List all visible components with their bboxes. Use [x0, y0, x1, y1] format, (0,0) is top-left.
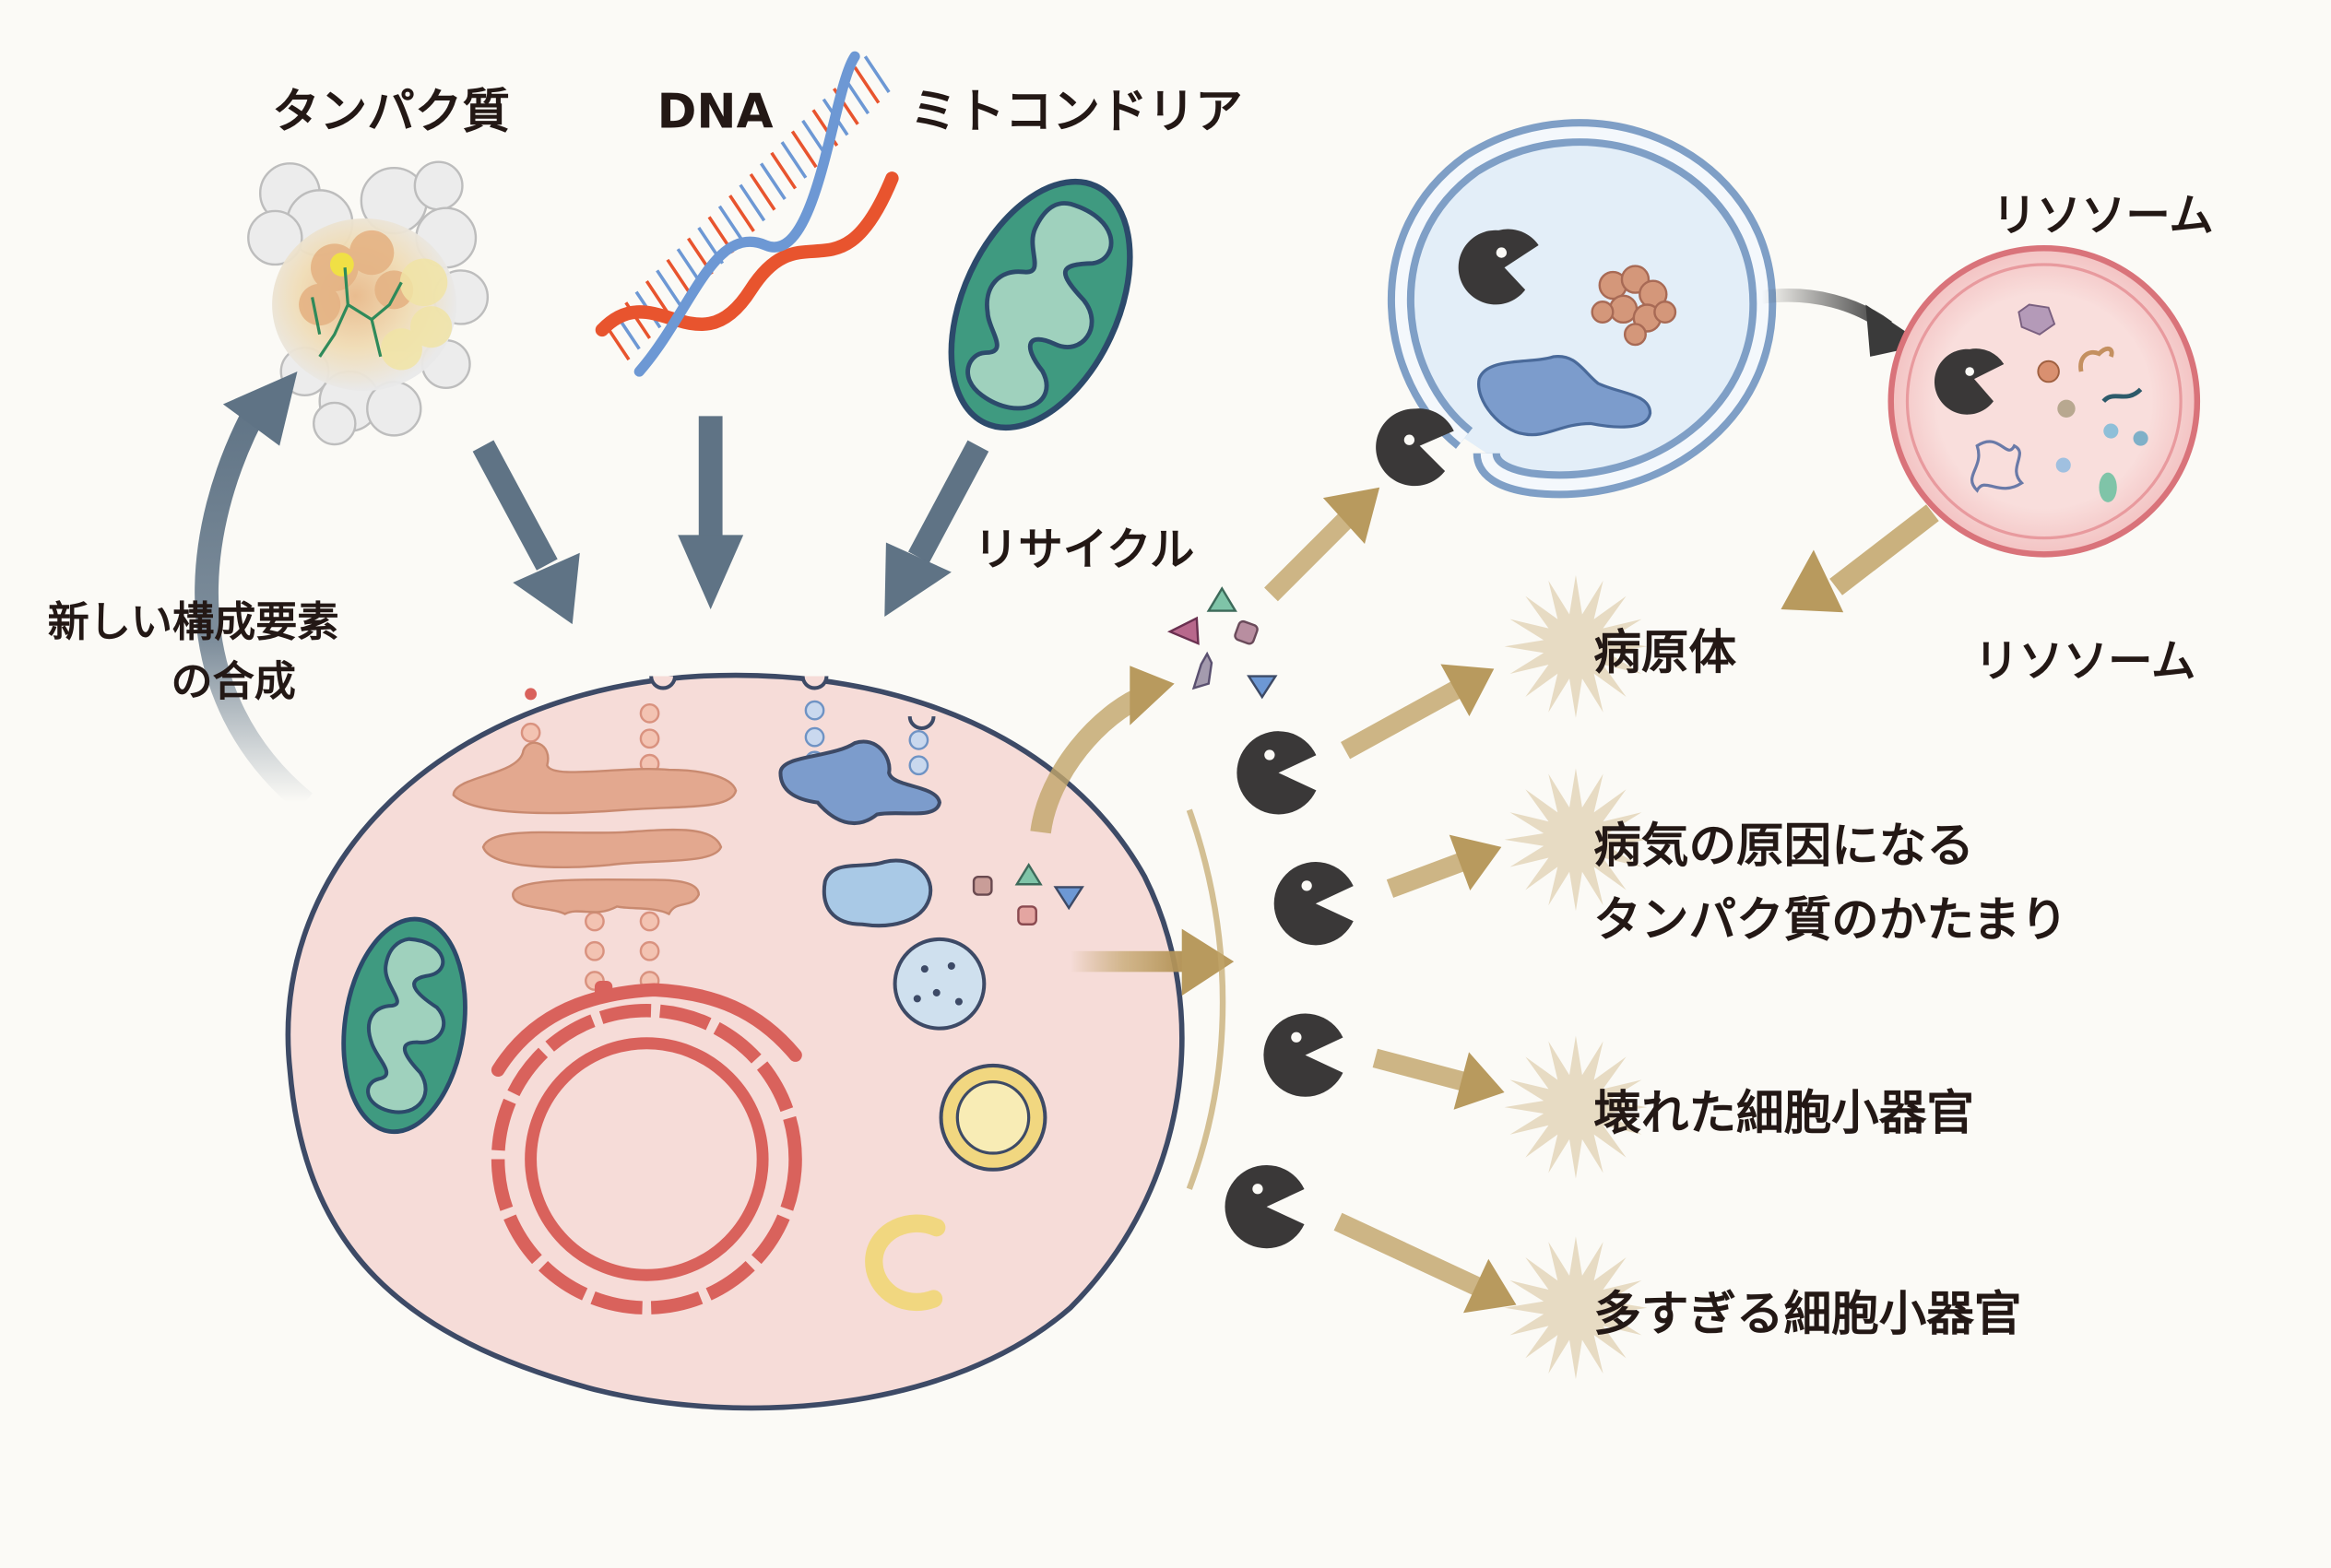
- dna-rung: [853, 65, 881, 104]
- target-row: 多すぎる細胞小器官: [1225, 1164, 2022, 1380]
- dna-rung: [656, 269, 682, 308]
- label-synthesis-line1: 新しい構成要素: [48, 597, 339, 646]
- dna-rung: [770, 151, 798, 190]
- mitochondrion-icon: [948, 178, 1133, 431]
- target-arrow-head: [1449, 834, 1502, 891]
- dna-rung: [760, 162, 787, 201]
- golgi-apparatus-icon: [452, 741, 738, 916]
- autophagosome-pacman: [1458, 229, 1539, 305]
- arrow-mito-to-cell: [884, 440, 989, 618]
- label-mitochondria: ミトコンドリア: [910, 85, 1243, 140]
- target-label: 病気の原因になる: [1593, 819, 1974, 874]
- starburst-icon: [1504, 1236, 1648, 1380]
- label-recycle: リサイクル: [974, 525, 1194, 576]
- arrow-dna-to-cell: [678, 416, 744, 609]
- label-lysosome-bottom: リソソーム: [1974, 636, 2195, 688]
- pacman-eye: [1301, 880, 1312, 891]
- recycled-particles: [1166, 586, 1278, 700]
- label-dna: DNA: [657, 85, 774, 140]
- arrow-to-autophagosome: [1264, 487, 1380, 602]
- arrow-protein-to-cell: [472, 440, 580, 625]
- pacman-eye: [1264, 749, 1275, 760]
- pacman-eye: [1291, 1032, 1302, 1043]
- dna-helix-icon: [595, 51, 899, 377]
- lysosome-pacman: [1934, 348, 2005, 415]
- peroxisome-icon: [893, 937, 987, 1031]
- lipid-droplet-icon: [939, 1063, 1047, 1172]
- target-arrow-shaft: [1341, 674, 1473, 760]
- cell: [285, 672, 1185, 1411]
- arrow-lysosome-to-pathogen: [1781, 504, 1939, 613]
- dna-rung: [790, 130, 818, 169]
- lysosome-icon: [1887, 245, 2201, 558]
- cell-mitochondrion-icon: [341, 916, 467, 1135]
- input-arrows: [472, 416, 989, 625]
- dna-rung: [666, 258, 693, 297]
- phagophore-icon: [865, 1214, 946, 1312]
- target-label: 壊れた細胞小器官: [1593, 1086, 1974, 1141]
- synthesis-arrow: [195, 371, 313, 812]
- target-arrow-head: [1440, 664, 1495, 717]
- pacman-enzyme-icon: [1236, 731, 1317, 815]
- label-lysosome-top: リソソーム: [1992, 190, 2213, 242]
- protein-structure-icon: [247, 160, 490, 446]
- pacman-enzyme-icon: [1273, 862, 1354, 946]
- dna-rung: [728, 195, 755, 232]
- label-protein: タンパク質: [272, 85, 510, 140]
- target-label-line2: タンパク質のかたまり: [1593, 893, 2067, 949]
- target-arrow-head: [1453, 1052, 1505, 1110]
- protein-aggregate-icon: [1591, 265, 1677, 347]
- starburst-icon: [1504, 574, 1648, 718]
- nucleus-er-icon: [491, 981, 802, 1315]
- target-arrow-shaft: [1372, 1048, 1479, 1094]
- pacman-eye: [1252, 1184, 1263, 1195]
- label-synthesis-line2: の合成: [171, 656, 295, 705]
- dna-rung: [717, 205, 745, 243]
- starburst-icon: [1504, 1035, 1648, 1179]
- target-row: 病原体: [1236, 574, 1736, 815]
- pacman-entering: [1376, 408, 1454, 487]
- dna-rung: [863, 55, 891, 93]
- target-label: 病原体: [1593, 625, 1736, 680]
- target-arrow-head: [1463, 1258, 1517, 1314]
- target-label: 多すぎる細胞小器官: [1593, 1287, 2021, 1342]
- dna-rung: [739, 183, 766, 222]
- target-arrow-shaft: [1386, 848, 1477, 898]
- cell-particles: [972, 862, 1084, 925]
- pacman-enzyme-icon: [1225, 1164, 1305, 1249]
- starburst-icon: [1504, 768, 1648, 912]
- pacman-enzyme-icon: [1263, 1013, 1343, 1097]
- target-row: 壊れた細胞小器官: [1263, 1013, 1974, 1179]
- er-vesicle-blue-icon: [778, 739, 941, 825]
- autophagosome-icon: [1388, 119, 1777, 499]
- endosome-icon: [822, 858, 933, 928]
- target-arrow-shaft: [1333, 1212, 1494, 1302]
- dna-rung: [780, 141, 808, 179]
- output-arrows: [1030, 666, 1235, 1190]
- dna-rung: [749, 172, 776, 211]
